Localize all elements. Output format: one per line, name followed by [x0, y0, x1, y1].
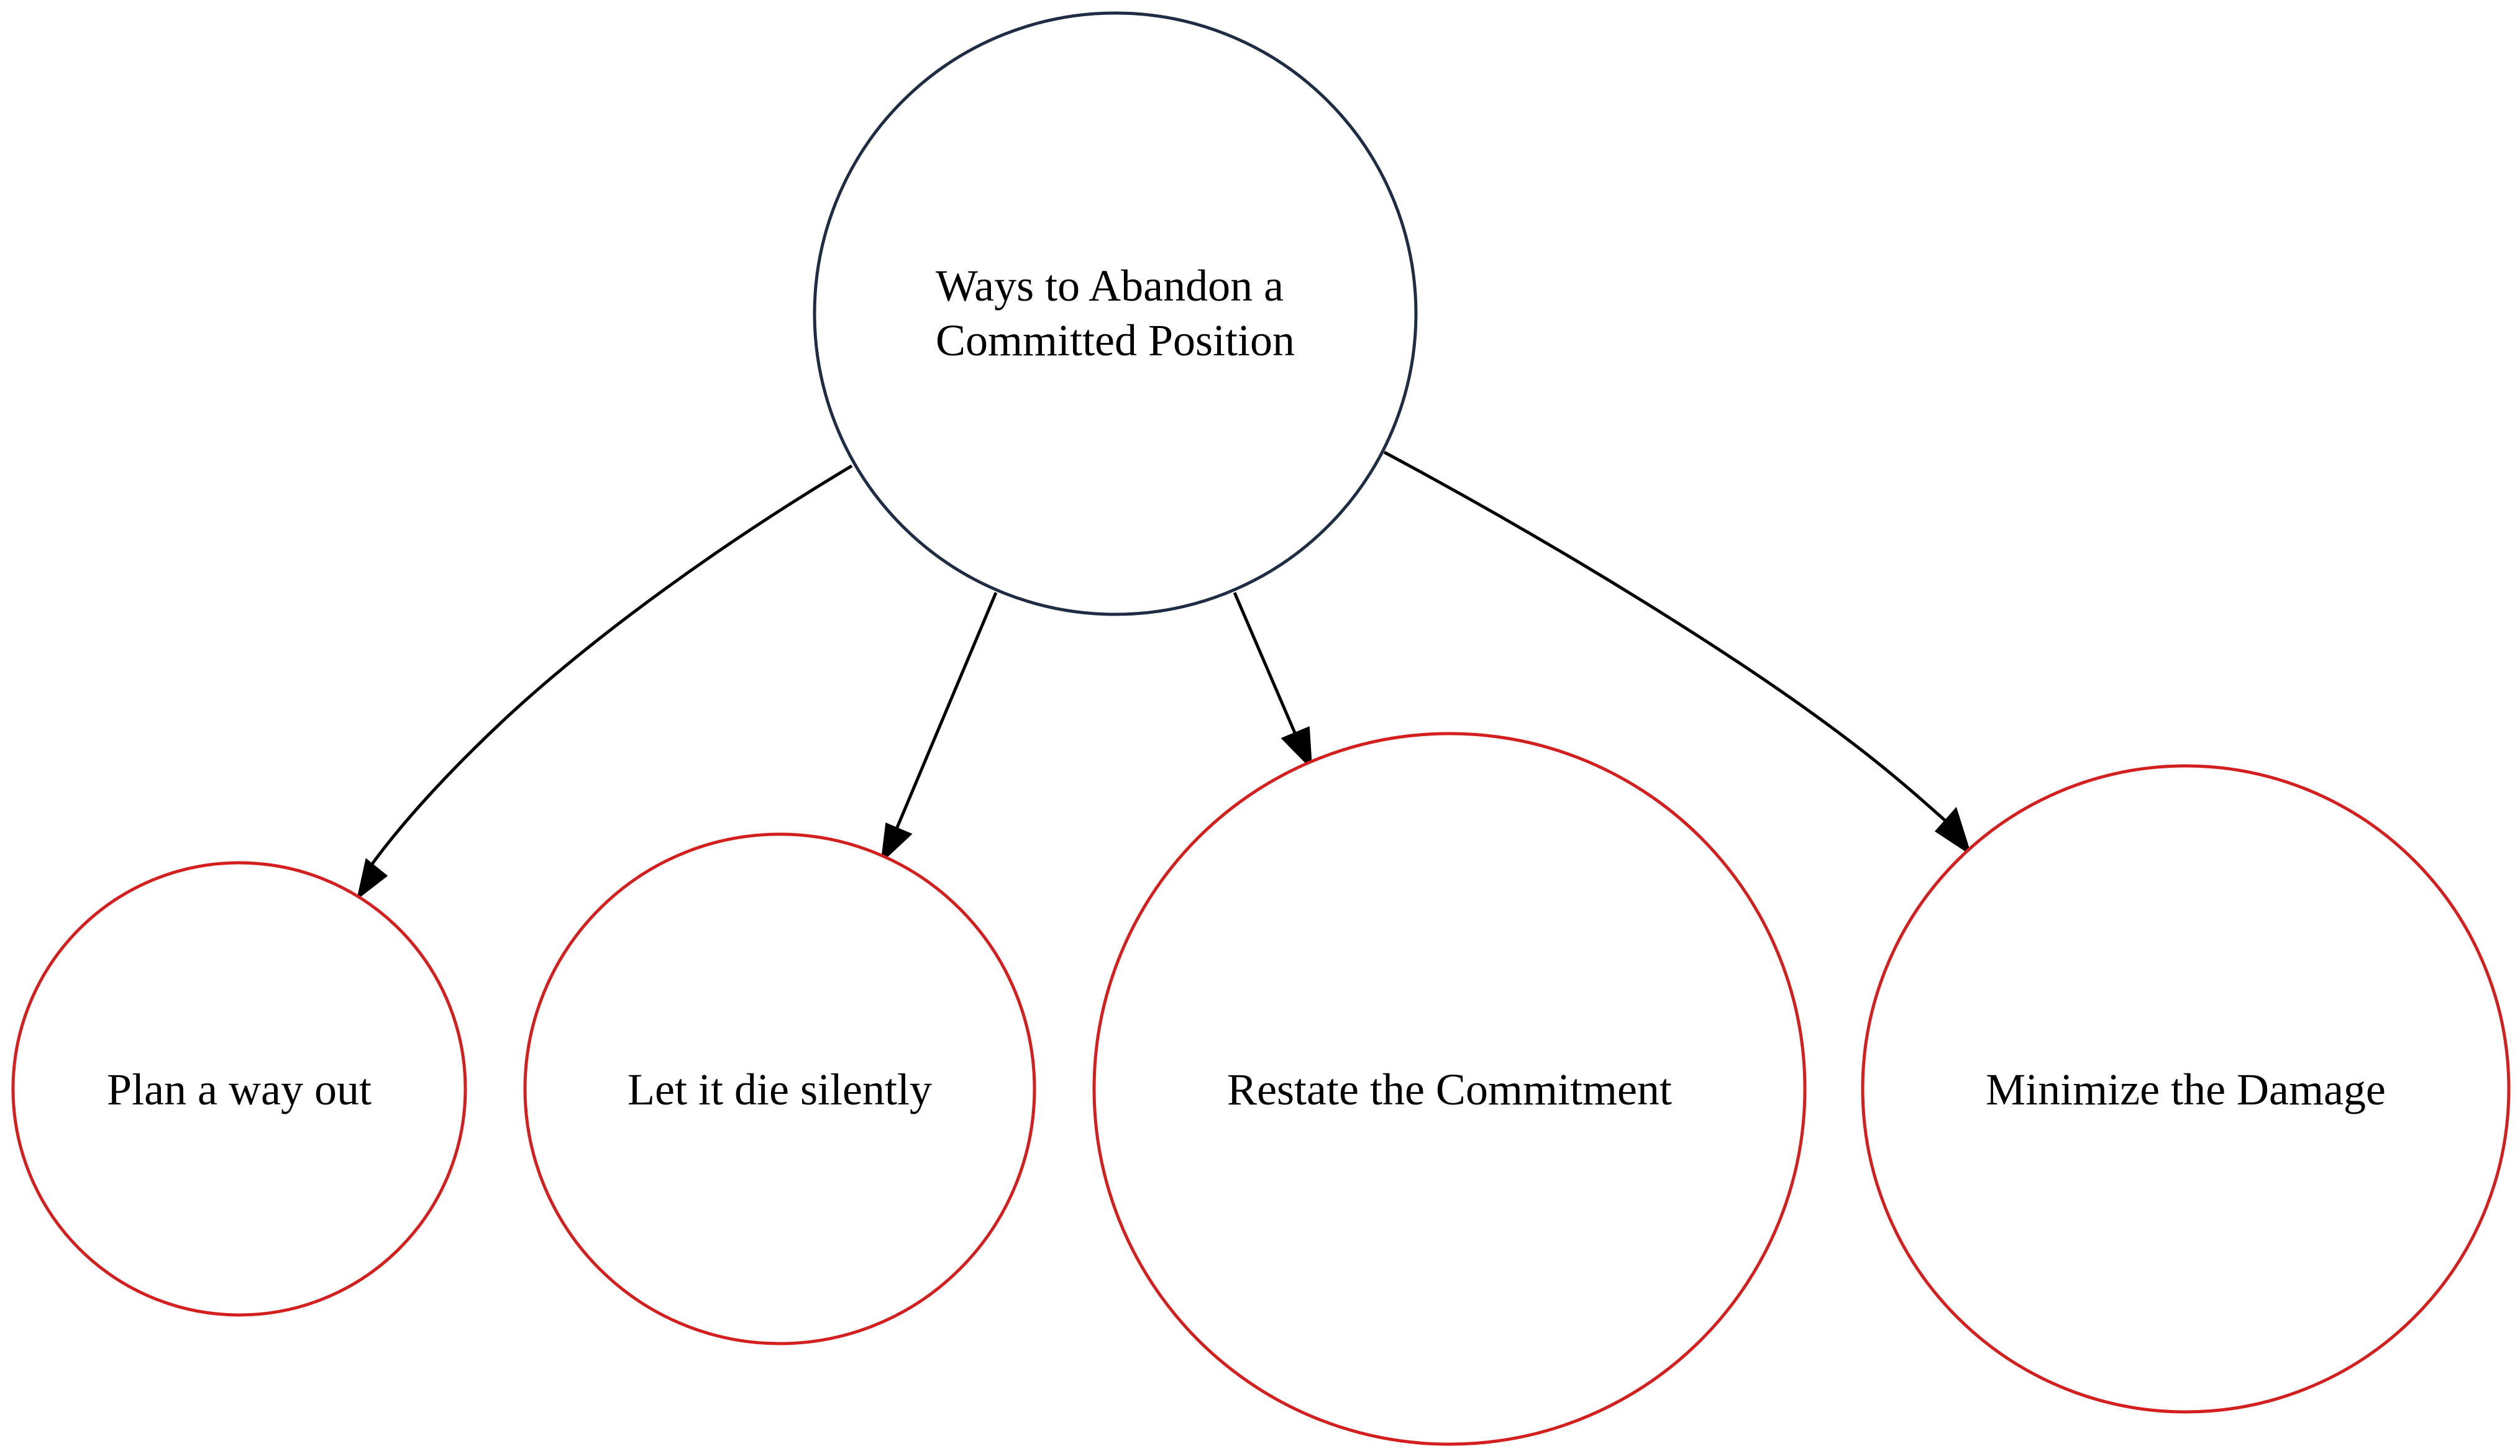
- edge-root-to-minimize-the-damage: [1383, 450, 1947, 822]
- child-node-restate-the-commitment: Restate the Commitment: [1092, 732, 1807, 1446]
- arrowhead-minimize-the-damage: [1934, 807, 1972, 856]
- root-node-label-line-1: Ways to Abandon a: [936, 261, 1284, 311]
- arrowhead-plan-a-way-out: [356, 858, 388, 900]
- child-node-circle: [1092, 732, 1807, 1446]
- arrowhead-restate-the-commitment: [1281, 726, 1313, 771]
- edge-root-to-restate-the-commitment: [1233, 592, 1297, 735]
- child-node-circle: [1861, 764, 2511, 1414]
- edges: [356, 450, 1972, 900]
- child-node-label: Let it die silently: [628, 1065, 932, 1114]
- root-node-label-line-2: Committed Position: [936, 316, 1295, 365]
- child-node-label: Restate the Commitment: [1227, 1065, 1672, 1114]
- root-node-label: Ways to Abandon a Committed Position: [936, 261, 1295, 365]
- root-node-circle: [813, 11, 1418, 616]
- child-node-circle: [11, 861, 467, 1317]
- child-node-minimize-the-damage: Minimize the Damage: [1861, 764, 2511, 1414]
- edge-root-to-let-it-die-silently: [895, 592, 998, 828]
- root-node: Ways to Abandon a Committed Position: [813, 11, 1418, 616]
- edge-root-to-plan-a-way-out: [368, 464, 853, 868]
- child-node-label: Plan a way out: [107, 1065, 372, 1114]
- child-node-plan-a-way-out: Plan a way out: [11, 861, 467, 1317]
- child-node-circle: [523, 832, 1036, 1345]
- child-node-let-it-die-silently: Let it die silently: [523, 832, 1036, 1345]
- child-node-label: Minimize the Damage: [1986, 1065, 2386, 1114]
- arrowhead-let-it-die-silently: [880, 822, 913, 864]
